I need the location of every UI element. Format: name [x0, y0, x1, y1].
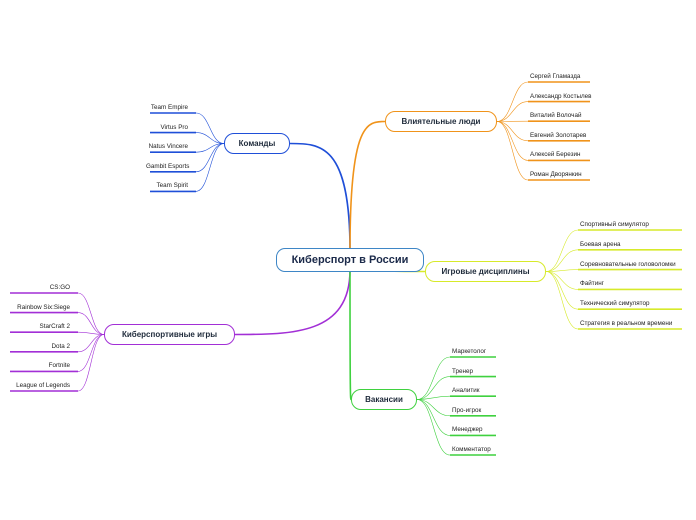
leaf-people-2[interactable]: Виталий Волочай — [530, 112, 582, 120]
leaf-people-3[interactable]: Евгений Золотарев — [530, 131, 587, 139]
leaf-jobs-5[interactable]: Комментатор — [452, 446, 491, 453]
leaf-people-4[interactable]: Алексей Березин — [530, 151, 581, 159]
connector-disciplines-3 — [545, 271, 579, 290]
connector-jobs-0 — [416, 356, 451, 400]
connector-games-3 — [77, 334, 105, 353]
connector-games-2 — [77, 331, 105, 335]
leaf-jobs-4[interactable]: Менеджер — [452, 426, 483, 434]
connector-games-1 — [77, 312, 105, 335]
leaf-disciplines-0[interactable]: Спортивный симулятор — [580, 221, 649, 228]
branch-disciplines[interactable]: Игровые дисциплины — [425, 261, 546, 282]
leaf-games-5[interactable]: League of Legends — [16, 382, 70, 389]
branch-teams-label: Команды — [238, 139, 276, 148]
connector-games-0 — [77, 292, 105, 335]
connector-games-5 — [77, 334, 105, 392]
connector-jobs-3 — [416, 399, 451, 417]
root-topic[interactable]: Киберспорт в России — [276, 248, 424, 272]
connector-jobs-5 — [416, 399, 451, 456]
connector-disciplines-0 — [545, 229, 579, 272]
leaf-teams-4[interactable]: Team Spirit — [156, 182, 189, 190]
connector-root-games — [234, 269, 351, 336]
connector-disciplines-1 — [545, 249, 579, 272]
leaf-jobs-0[interactable]: Маркетолог — [452, 348, 487, 355]
connector-teams-4 — [195, 143, 225, 192]
branch-people-label: Влиятельные люди — [401, 117, 481, 126]
connector-jobs-2 — [416, 395, 451, 400]
leaf-jobs-1[interactable]: Тренер — [452, 367, 473, 375]
leaf-disciplines-1[interactable]: Боевая арена — [580, 240, 621, 248]
connector-root-teams — [289, 142, 351, 251]
connector-disciplines-5 — [545, 271, 579, 330]
connector-people-3 — [496, 121, 529, 142]
connector-jobs-1 — [416, 376, 451, 400]
leaf-games-1[interactable]: Rainbow Six:Siege — [17, 303, 70, 311]
connector-people-4 — [496, 121, 529, 161]
branch-people[interactable]: Влиятельные люди — [385, 111, 497, 132]
branch-games-label: Киберспортивные игры — [121, 330, 218, 339]
branch-games[interactable]: Киберспортивные игры — [104, 324, 235, 345]
leaf-games-2[interactable]: StarCraft 2 — [39, 323, 70, 331]
leaf-teams-2[interactable]: Natus Vincere — [148, 143, 188, 151]
connector-people-5 — [496, 121, 529, 181]
leaf-jobs-2[interactable]: Аналитик — [452, 387, 480, 395]
connector-people-1 — [496, 101, 529, 122]
root-topic-label: Киберспорт в России — [291, 254, 409, 266]
connector-root-jobs — [349, 269, 352, 401]
connector-people-0 — [496, 81, 529, 122]
branch-jobs-label: Вакансии — [365, 395, 403, 404]
leaf-games-0[interactable]: CS:GO — [49, 284, 70, 291]
branch-teams[interactable]: Команды — [224, 133, 290, 154]
leaf-disciplines-5[interactable]: Стратегия в реальном времени — [580, 320, 673, 327]
connector-games-4 — [77, 334, 105, 372]
leaf-disciplines-3[interactable]: Файтинг — [580, 280, 604, 288]
connector-teams-0 — [195, 112, 225, 144]
connector-disciplines-4 — [545, 271, 579, 310]
leaf-jobs-3[interactable]: Про-игрок — [452, 406, 482, 414]
leaf-disciplines-4[interactable]: Технический симулятор — [580, 300, 650, 308]
leaf-people-1[interactable]: Александр Костылев — [530, 92, 592, 100]
leaf-people-5[interactable]: Роман Дворянкин — [530, 171, 582, 178]
leaf-teams-0[interactable]: Team Empire — [150, 104, 188, 111]
leaf-teams-1[interactable]: Virtus Pro — [160, 123, 188, 131]
leaf-disciplines-2[interactable]: Соревновательные головоломки — [580, 260, 676, 268]
connector-root-people — [349, 120, 386, 251]
branch-disciplines-label: Игровые дисциплины — [441, 267, 530, 276]
branch-jobs[interactable]: Вакансии — [351, 389, 417, 410]
connector-teams-1 — [195, 132, 225, 144]
leaf-games-3[interactable]: Dota 2 — [51, 342, 70, 350]
leaf-people-0[interactable]: Сергей Гламазда — [530, 73, 581, 80]
leaf-teams-3[interactable]: Gambit Esports — [146, 162, 190, 170]
connector-disciplines-2 — [545, 269, 579, 272]
connector-jobs-4 — [416, 399, 451, 436]
leaf-games-4[interactable]: Fortnite — [48, 362, 70, 370]
